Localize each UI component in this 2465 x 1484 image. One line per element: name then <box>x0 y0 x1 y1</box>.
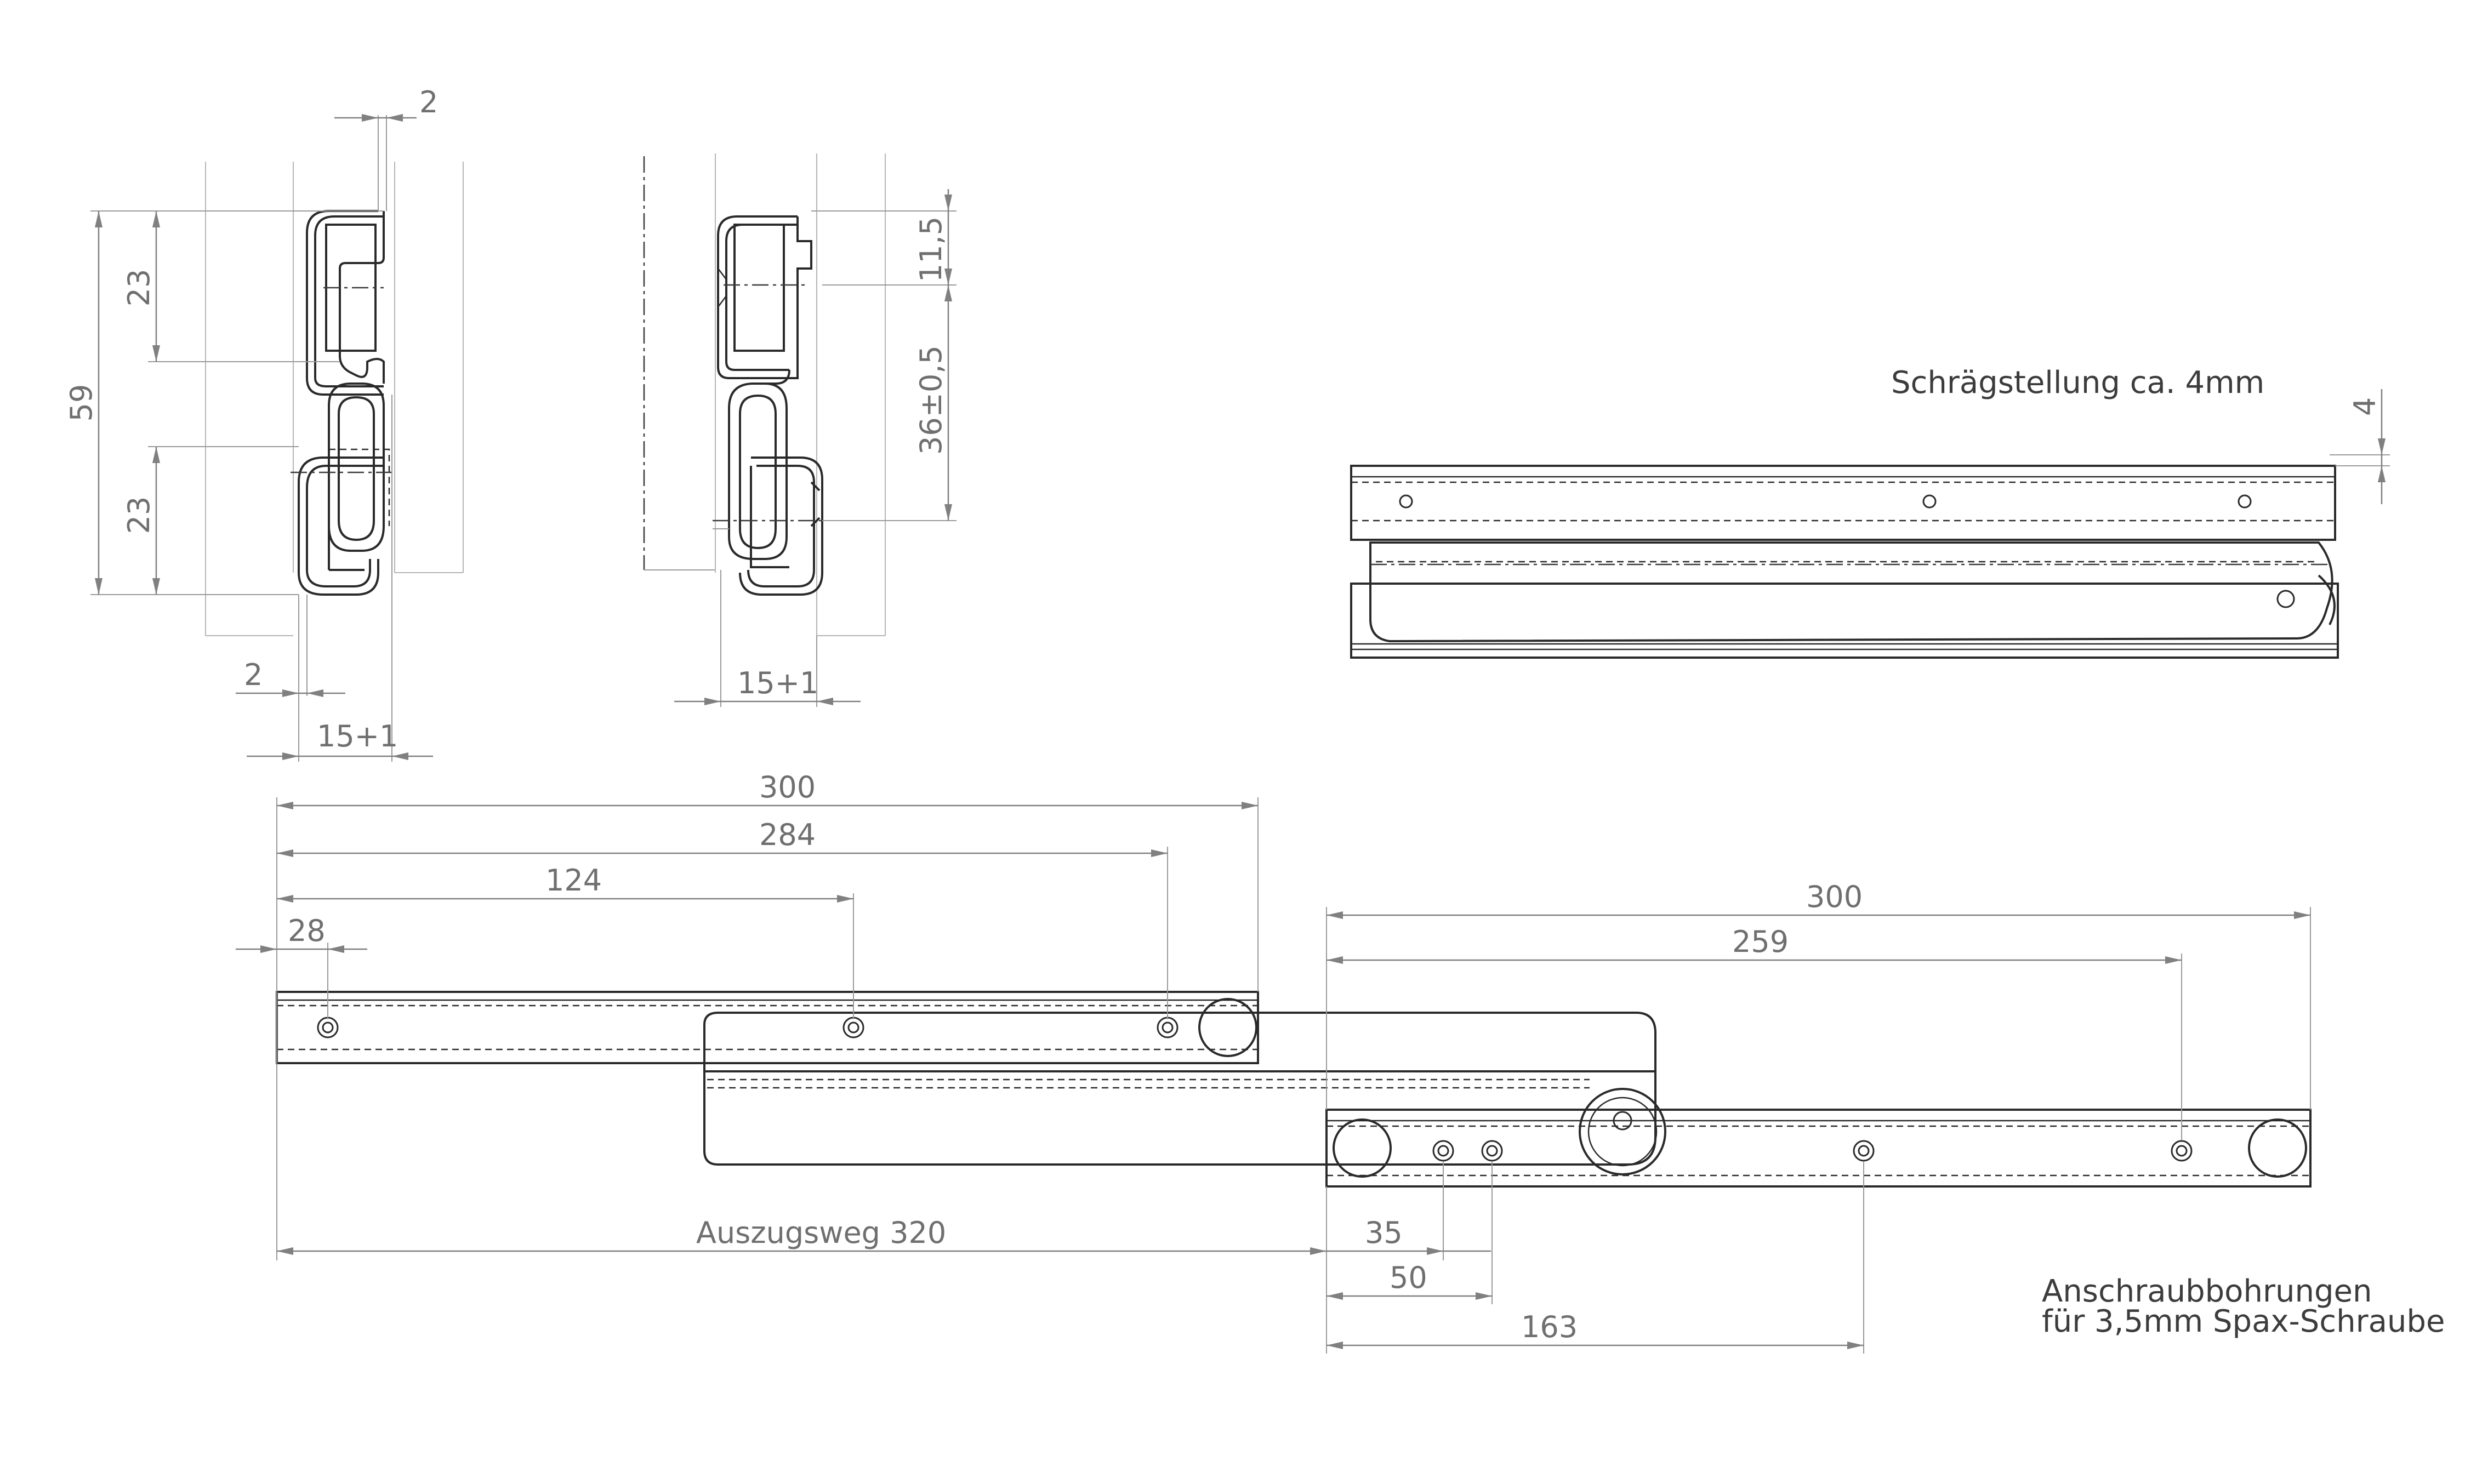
inner-rail-profile-left <box>298 456 384 596</box>
dim-23-lower: 23 <box>122 496 156 534</box>
dim-28: 28 <box>288 914 326 948</box>
dimensions-left-section: 2 23 59 23 2 15+1 <box>64 85 438 762</box>
dim-23-upper: 23 <box>122 269 156 307</box>
dim-11-5: 11,5 <box>914 216 948 282</box>
dimensions-longitudinal-right: 300 259 35 50 163 <box>1326 880 2311 1354</box>
dim-4: 4 <box>2348 397 2382 416</box>
longitudinal-view <box>276 991 2312 1188</box>
dim-300-top: 300 <box>759 770 816 804</box>
bottom-rail-side <box>1350 583 2339 659</box>
dimensions-middle-section: 11,5 36±0,5 15+1 <box>674 189 957 707</box>
dim-59: 59 <box>64 384 99 422</box>
link-connector-middle <box>728 383 788 560</box>
dim-35: 35 <box>1365 1215 1403 1250</box>
dim-124: 124 <box>545 863 602 898</box>
outer-rail-profile-left <box>306 210 385 396</box>
cross-section-middle <box>643 153 886 636</box>
dim-15-left: 15+1 <box>317 719 398 754</box>
dim-284: 284 <box>759 818 816 852</box>
rail-right-body <box>1325 1109 2312 1188</box>
dim-36: 36±0,5 <box>914 345 948 455</box>
note-mount-line1: Anschraubbohrungen <box>2042 1274 2372 1309</box>
dim-50: 50 <box>1390 1260 1427 1295</box>
rail-left-body <box>276 991 1259 1064</box>
dim-2-bottom: 2 <box>244 658 263 692</box>
mounting-note: Anschraubbohrungen für 3,5mm Spax-Schrau… <box>2042 1274 2445 1339</box>
link-connector-left <box>328 383 385 552</box>
dim-300-right: 300 <box>1806 880 1863 914</box>
note-mount-line2: für 3,5mm Spax-Schraube <box>2042 1304 2445 1339</box>
dim-15-middle: 15+1 <box>737 666 818 700</box>
reference-lines-left <box>205 162 464 636</box>
dim-2-top: 2 <box>419 85 438 119</box>
outer-rail-profile-middle <box>717 215 812 385</box>
note-tilt: Schrägstellung ca. 4mm <box>1891 365 2264 401</box>
upper-rail-side <box>1350 465 2336 541</box>
lower-rail-side <box>1369 541 2333 643</box>
dim-auszug: Auszugsweg 320 <box>696 1215 946 1250</box>
dimensions-longitudinal-left: 300 284 124 28 Auszugsweg 320 <box>236 770 1327 1354</box>
side-view-tilt: Schrägstellung ca. 4mm 4 <box>1350 365 2390 659</box>
dim-163: 163 <box>1521 1310 1578 1344</box>
cross-section-left <box>205 162 464 636</box>
dim-259: 259 <box>1732 924 1789 959</box>
upper-roller-middle <box>733 224 785 352</box>
inner-rail-profile-middle <box>739 456 823 596</box>
